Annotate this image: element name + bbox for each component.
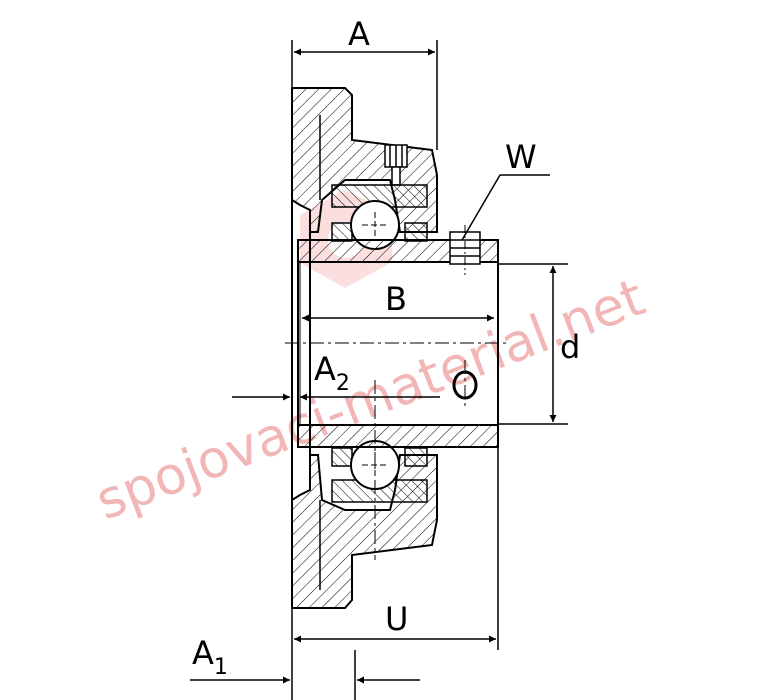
centerlines bbox=[285, 342, 510, 560]
housing-flange bbox=[291, 87, 438, 609]
dimension-A1 bbox=[190, 650, 420, 700]
dimension-A bbox=[291, 40, 438, 150]
dimension-d-label: d bbox=[560, 328, 580, 366]
dimension-A2-label: A2 bbox=[314, 350, 350, 396]
dimension-A-label: A bbox=[348, 15, 370, 53]
dimension-A1-label: A1 bbox=[192, 634, 228, 680]
grease-nipple bbox=[384, 144, 408, 186]
dimension-U bbox=[291, 447, 499, 700]
dimension-W-label: W bbox=[505, 138, 537, 176]
dimension-W bbox=[461, 174, 550, 241]
dimension-d bbox=[498, 263, 568, 425]
dimension-B-label: B bbox=[385, 280, 407, 318]
inner-ring bbox=[297, 239, 499, 448]
set-screw bbox=[449, 225, 481, 275]
dimension-U-label: U bbox=[385, 600, 408, 638]
outer-ring-top bbox=[331, 184, 428, 242]
